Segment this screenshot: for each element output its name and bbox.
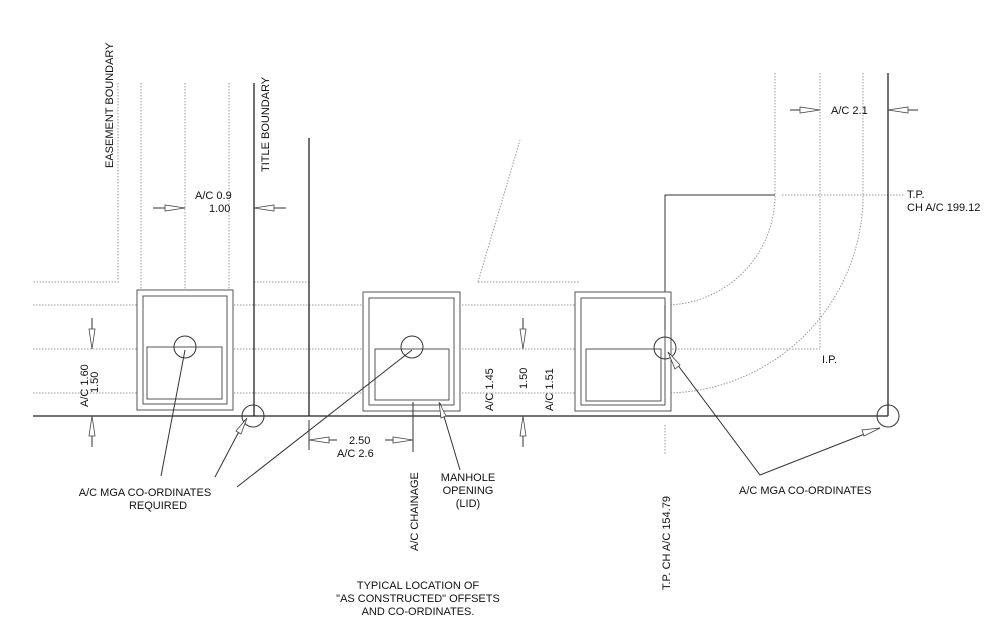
manhole-3	[574, 291, 677, 412]
coords-required-line1: A/C MGA CO-ORDINATES	[79, 487, 211, 499]
title-line3: AND CO-ORDINATES.	[362, 606, 475, 618]
ip-label: I.P.	[822, 354, 837, 366]
dimension-arrows	[88, 106, 918, 452]
dim-top-design: 1.00	[209, 203, 230, 215]
dim-mid-design: 1.50	[518, 368, 530, 389]
manhole-1	[136, 289, 234, 411]
ac-chainage-label: A/C CHAINAGE	[409, 472, 421, 551]
dim-mid-ac2: A/C 1.51	[544, 368, 556, 411]
boundaries	[33, 73, 889, 417]
dim-right-ac: A/C 2.1	[831, 105, 868, 117]
coords-label: A/C MGA CO-ORDINATES	[739, 485, 871, 497]
dim-chain-ac: A/C 2.6	[337, 448, 374, 460]
dim-top-ac: A/C 0.9	[195, 190, 232, 202]
easement-boundary-label: EASEMENT BOUNDARY	[104, 42, 116, 168]
tp-label: T.P.	[907, 189, 925, 201]
leader-lines	[160, 349, 881, 488]
dim-left-ac: A/C 1.60	[79, 364, 91, 407]
manhole-label-3: (LID)	[456, 498, 480, 510]
manhole-2	[362, 291, 461, 412]
dim-left-design: 1.50	[89, 372, 101, 393]
tp-bottom-label: T.P. CH A/C 154.79	[661, 496, 673, 590]
coords-required-line2: REQUIRED	[129, 500, 187, 512]
title-line1: TYPICAL LOCATION OF	[357, 580, 480, 592]
title-boundary-label: TITLE BOUNDARY	[260, 76, 272, 172]
tp-chainage: CH A/C 199.12	[907, 202, 980, 214]
dim-mid-ac1: A/C 1.45	[484, 368, 496, 411]
annotations: EASEMENT BOUNDARY TITLE BOUNDARY A/C 0.9…	[79, 42, 981, 618]
dim-chain-design: 2.50	[349, 435, 370, 447]
title-line2: "AS CONSTRUCTED" OFFSETS	[336, 593, 500, 605]
manhole-label-2: OPENING	[443, 485, 494, 497]
manhole-label-1: MANHOLE	[441, 472, 495, 484]
boundary-corner-markers	[241, 404, 900, 428]
